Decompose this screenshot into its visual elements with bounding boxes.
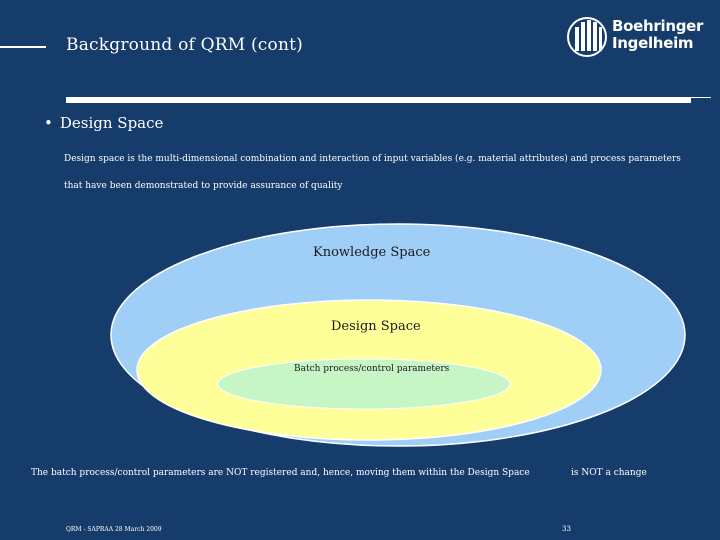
knowledge-space-label: Knowledge Space (313, 245, 431, 260)
bullet-design-space: • Design Space (44, 114, 163, 132)
bullet-text: Design Space (59, 114, 164, 132)
logo-line1: Boehringer (612, 17, 704, 35)
design-space-label: Design Space (331, 319, 421, 334)
note-right: is NOT a change (571, 468, 647, 478)
footer-page-number: 33 (562, 525, 571, 533)
header-band-tail (691, 97, 711, 98)
batch-parameters-label: Batch process/control parameters (294, 364, 450, 374)
logo-line2: Ingelheim (612, 34, 694, 52)
bullet-dot-icon: • (44, 114, 53, 132)
title-rule (0, 46, 46, 48)
note-left: The batch process/control parameters are… (31, 468, 530, 478)
boehringer-logo-icon (567, 17, 607, 57)
batch-parameters-ellipse (217, 358, 511, 410)
slide-title: Background of QRM (cont) (66, 35, 303, 55)
definition-text: Design space is the multi-dimensional co… (64, 154, 681, 191)
footer-left: QRM - SAPRAA 28 March 2009 (66, 526, 162, 533)
header-band (66, 97, 691, 103)
logo-wordmark: Boehringer Ingelheim (612, 18, 703, 52)
